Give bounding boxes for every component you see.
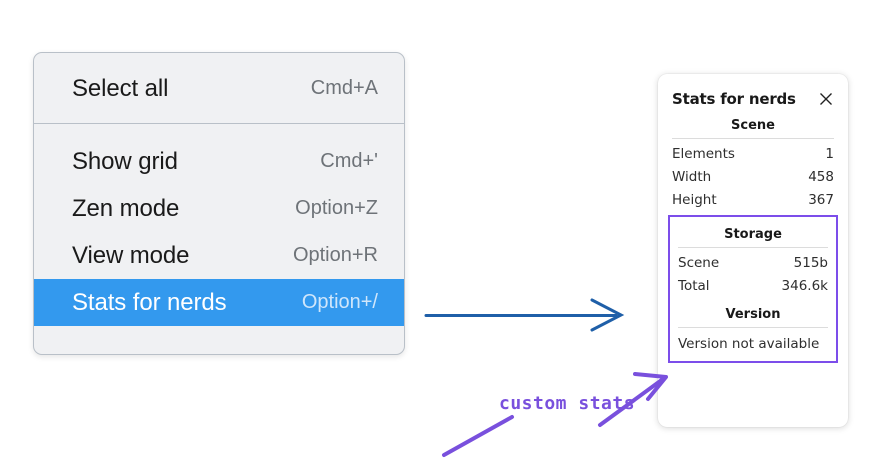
menu-item-shortcut: Option+R [292,244,378,266]
close-icon[interactable] [817,91,834,108]
menu-item-shortcut: Cmd+' [320,150,378,172]
stat-row-width: Width 458 [672,165,834,188]
menu-item-shortcut: Option+/ [301,291,378,313]
menu-item-label: Select all [72,74,169,102]
divider [678,327,828,328]
menu-item-shortcut: Cmd+A [310,77,378,99]
stat-row-storage-scene: Scene 515b [678,251,828,274]
stat-label: Total [678,277,710,294]
menu-item-select-all[interactable]: Select all Cmd+A [34,65,404,112]
stats-for-nerds-panel[interactable]: Stats for nerds Scene Elements 1 Width 4… [658,74,848,427]
stat-row-height: Height 367 [672,188,834,211]
menu-item-label: View mode [72,241,190,269]
section-heading-scene: Scene [731,118,775,133]
menu-item-label: Zen mode [72,194,180,222]
stat-label: Scene [678,254,720,271]
menu-bottom-padding [34,326,404,341]
menu-group-selection: Select all Cmd+A [34,53,404,124]
stat-value: 1 [825,145,834,162]
version-message: Version not available [678,336,820,352]
stat-label: Width [672,168,712,185]
menu-item-view-mode[interactable]: View mode Option+R [34,232,404,279]
section-heading-version: Version [725,307,781,322]
custom-stats-highlight-box: Storage Scene 515b Total 346.6k Version … [668,215,838,363]
context-menu[interactable]: Select all Cmd+A Show grid Cmd+' Zen mod… [33,52,405,355]
flow-arrow-icon [424,298,625,332]
menu-item-label: Stats for nerds [72,288,227,316]
menu-item-stats-for-nerds[interactable]: Stats for nerds Option+/ [34,279,404,326]
stat-label: Elements [672,145,735,162]
stat-row-elements: Elements 1 [672,142,834,165]
stat-value: 515b [793,254,828,271]
menu-item-show-grid[interactable]: Show grid Cmd+' [34,138,404,185]
stat-value: 367 [808,191,834,208]
divider [678,247,828,248]
stat-value: 458 [808,168,834,185]
menu-item-label: Show grid [72,147,178,175]
stat-label: Height [672,191,717,208]
panel-body: Scene Elements 1 Width 458 Height 367 St… [658,108,848,363]
panel-header: Stats for nerds [658,74,848,108]
menu-item-zen-mode[interactable]: Zen mode Option+Z [34,185,404,232]
stat-value: 346.6k [781,277,828,294]
menu-item-shortcut: Option+Z [295,197,378,219]
panel-title: Stats for nerds [672,90,796,108]
section-heading-storage: Storage [724,227,782,242]
stat-row-storage-total: Total 346.6k [678,274,828,297]
divider [672,138,834,139]
custom-stats-callout-label: custom stats [499,393,636,414]
menu-group-view: Show grid Cmd+' Zen mode Option+Z View m… [34,124,404,341]
